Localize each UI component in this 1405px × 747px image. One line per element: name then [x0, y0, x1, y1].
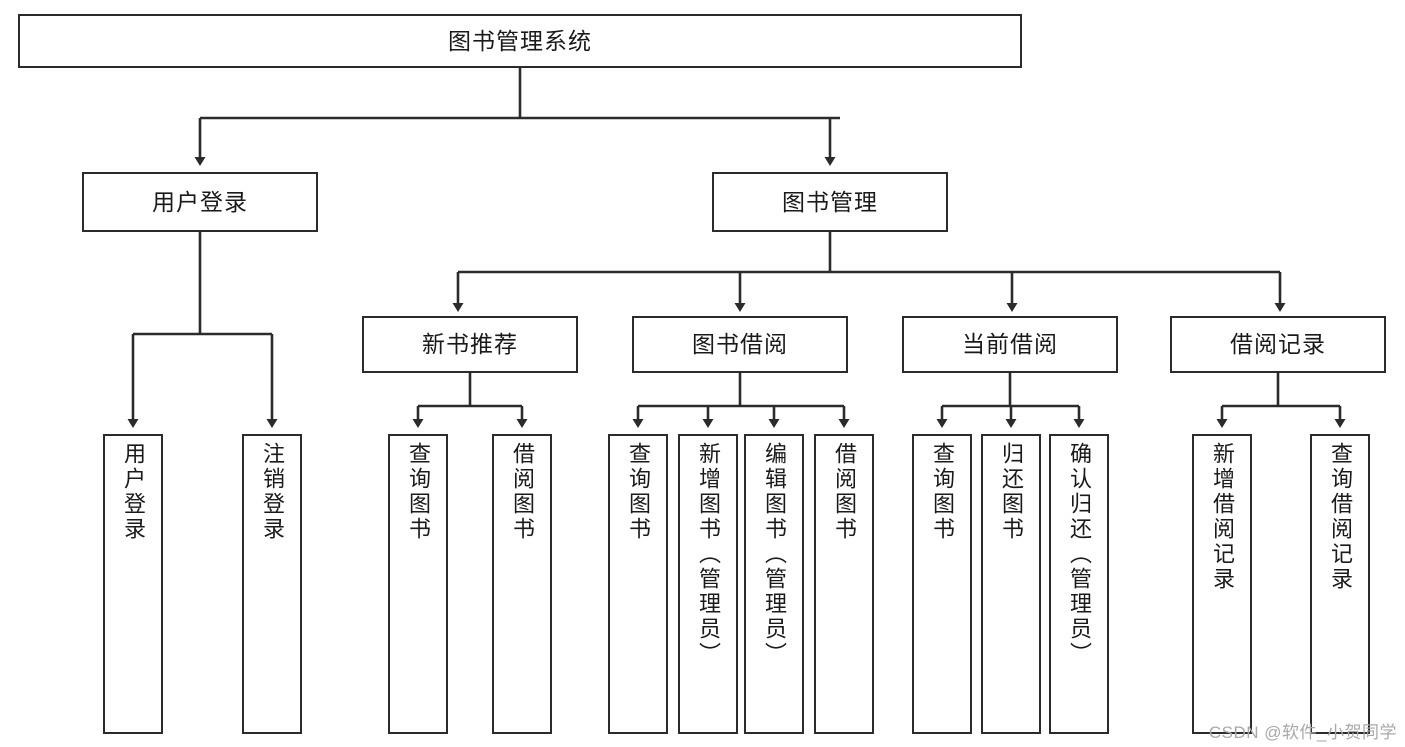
node-root[interactable]: 图书管理系统 [18, 14, 1022, 68]
node-book-management[interactable]: 图书管理 [712, 172, 948, 232]
node-user-login[interactable]: 用户登录 [82, 172, 318, 232]
node-leaf-borrow-edit-book-label: 编辑图书（管理员） [762, 442, 787, 667]
node-leaf-current-confirm-return[interactable]: 确认归还（管理员） [1049, 434, 1109, 734]
node-borrow-record[interactable]: 借阅记录 [1170, 316, 1386, 373]
node-leaf-current-query-book[interactable]: 查询图书 [912, 434, 972, 734]
node-book-management-label: 图书管理 [782, 188, 878, 215]
node-leaf-user-login-label: 用户登录 [121, 442, 146, 542]
node-leaf-borrow-borrow-book-label: 借阅图书 [832, 442, 857, 542]
node-leaf-record-query[interactable]: 查询借阅记录 [1310, 434, 1370, 734]
node-leaf-borrow-borrow-book[interactable]: 借阅图书 [814, 434, 874, 734]
node-leaf-current-return-book[interactable]: 归还图书 [981, 434, 1041, 734]
node-leaf-borrow-query-book[interactable]: 查询图书 [608, 434, 668, 734]
node-new-book-recommend[interactable]: 新书推荐 [362, 316, 578, 373]
node-current-borrow[interactable]: 当前借阅 [902, 316, 1118, 373]
node-leaf-recommend-query-book-label: 查询图书 [406, 442, 431, 542]
node-leaf-borrow-query-book-label: 查询图书 [626, 442, 651, 542]
watermark: CSDN @软件_小贺同学 [1208, 723, 1397, 742]
node-leaf-borrow-add-book-label: 新增图书（管理员） [696, 442, 721, 667]
node-leaf-record-query-label: 查询借阅记录 [1328, 442, 1353, 592]
node-leaf-current-return-book-label: 归还图书 [999, 442, 1024, 542]
node-leaf-record-add-label: 新增借阅记录 [1210, 442, 1235, 592]
node-leaf-recommend-borrow-book[interactable]: 借阅图书 [492, 434, 552, 734]
node-leaf-logout-label: 注销登录 [260, 442, 285, 542]
node-root-label: 图书管理系统 [448, 27, 592, 54]
node-leaf-current-query-book-label: 查询图书 [930, 442, 955, 542]
node-book-borrow[interactable]: 图书借阅 [632, 316, 848, 373]
node-new-book-recommend-label: 新书推荐 [422, 331, 518, 358]
node-leaf-recommend-borrow-book-label: 借阅图书 [510, 442, 535, 542]
node-borrow-record-label: 借阅记录 [1230, 331, 1326, 358]
node-current-borrow-label: 当前借阅 [962, 331, 1058, 358]
node-leaf-user-login[interactable]: 用户登录 [103, 434, 163, 734]
node-leaf-current-confirm-return-label: 确认归还（管理员） [1067, 442, 1092, 667]
node-leaf-recommend-query-book[interactable]: 查询图书 [388, 434, 448, 734]
node-leaf-borrow-edit-book[interactable]: 编辑图书（管理员） [744, 434, 804, 734]
node-leaf-logout[interactable]: 注销登录 [242, 434, 302, 734]
node-user-login-label: 用户登录 [152, 188, 248, 215]
node-book-borrow-label: 图书借阅 [692, 331, 788, 358]
node-leaf-borrow-add-book[interactable]: 新增图书（管理员） [678, 434, 738, 734]
node-leaf-record-add[interactable]: 新增借阅记录 [1192, 434, 1252, 734]
